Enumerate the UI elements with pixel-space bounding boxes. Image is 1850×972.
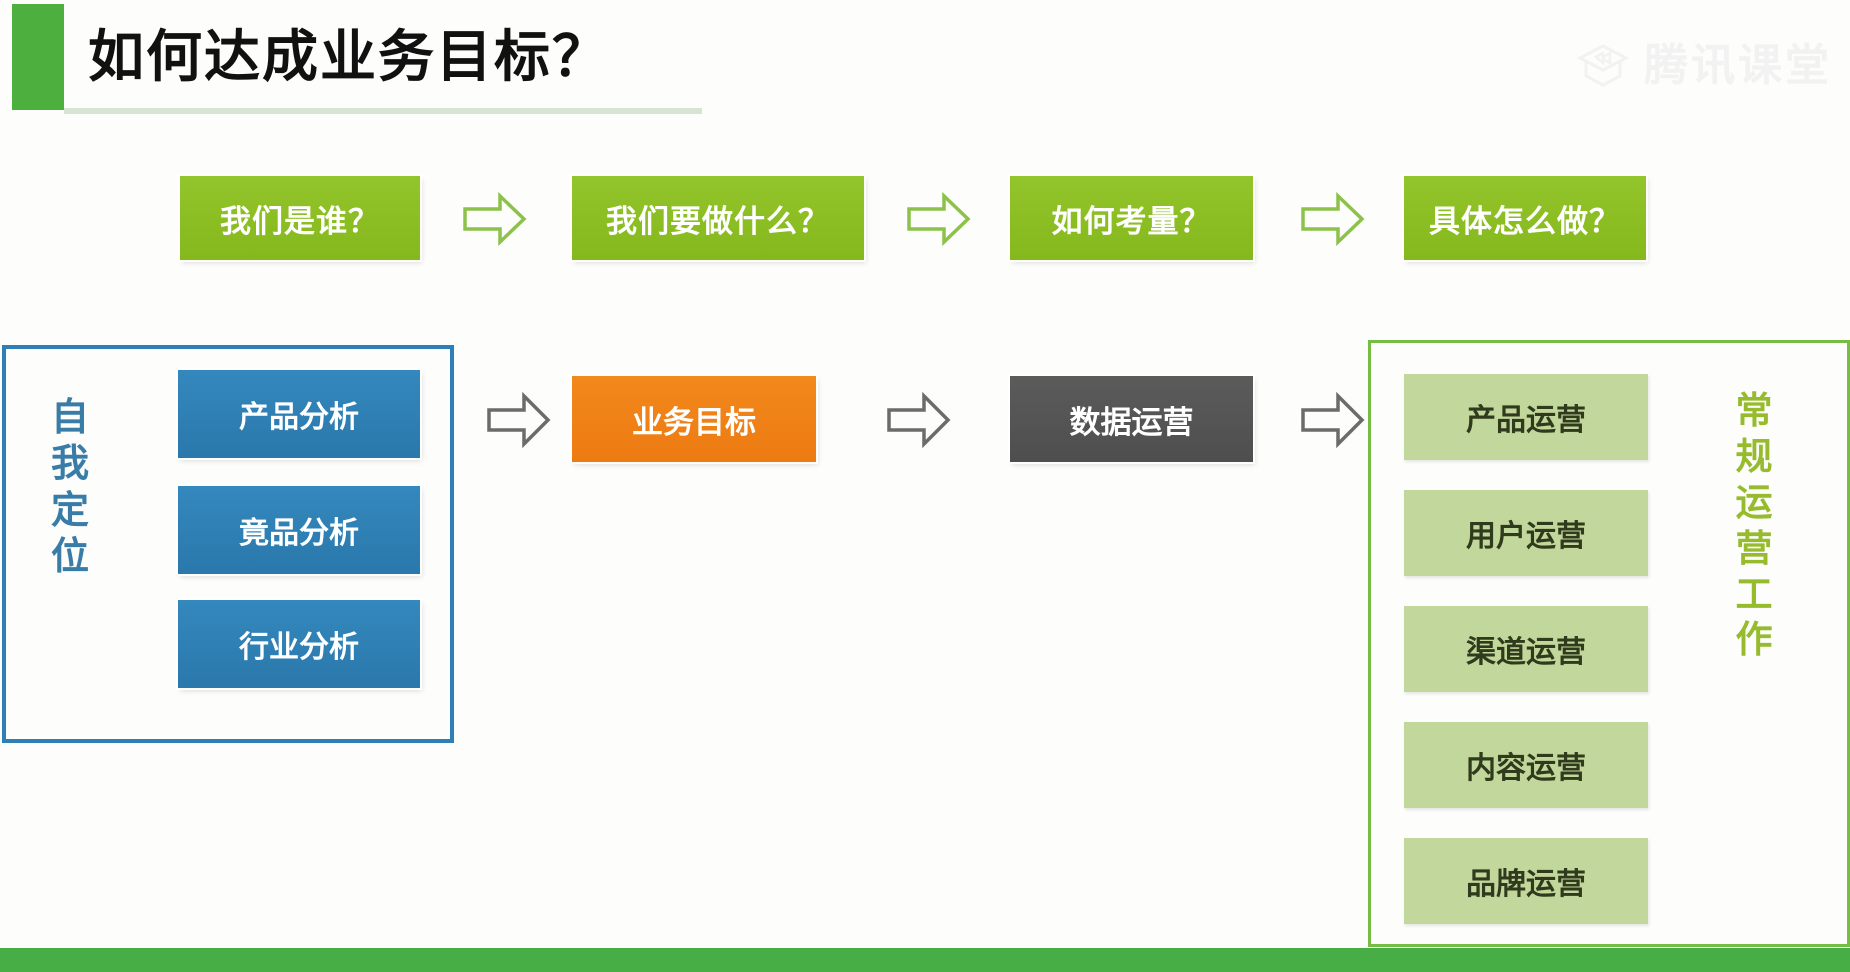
self-positioning-item-label-3: 行业分析 [239, 631, 359, 664]
routine-operations-item-5[interactable]: 品牌运营 [1404, 838, 1648, 924]
question-step-box-1[interactable]: 我们是谁？ [180, 176, 420, 260]
watermark-label: 腾讯课堂 [1644, 41, 1832, 90]
business-goal-box[interactable]: 业务目标 [572, 376, 816, 462]
routine-operations-item-label-3: 渠道运营 [1466, 636, 1586, 669]
self-positioning-item-label-2: 竟品分析 [239, 517, 359, 550]
self-positioning-item-1[interactable]: 产品分析 [178, 370, 420, 458]
question-step-box-4[interactable]: 具体怎么做？ [1404, 176, 1646, 260]
graduation-cap-icon [1576, 42, 1630, 90]
bottom-accent-bar [0, 948, 1850, 972]
routine-operations-item-1[interactable]: 产品运营 [1404, 374, 1648, 460]
self-positioning-vertical-label: 自我定位 [50, 397, 89, 579]
watermark: 腾讯课堂 [1576, 42, 1832, 90]
self-positioning-item-2[interactable]: 竟品分析 [178, 486, 420, 574]
question-step-label-2: 我们要做什么？ [606, 203, 830, 239]
arrow-right-outline-gray-icon [1300, 391, 1366, 453]
arrow-right-outline-green-icon [906, 191, 972, 251]
routine-operations-item-4[interactable]: 内容运营 [1404, 722, 1648, 808]
arrow-right-outline-green-icon [462, 191, 528, 251]
business-goal-label: 业务目标 [632, 404, 756, 440]
arrow-right-outline-gray-icon [886, 391, 952, 453]
routine-operations-item-label-1: 产品运营 [1466, 404, 1586, 437]
data-operations-label: 数据运营 [1069, 404, 1194, 440]
arrow-right-outline-green-icon [1300, 191, 1366, 251]
routine-operations-item-2[interactable]: 用户运营 [1404, 490, 1648, 576]
page-title: 如何达成业务目标？ [88, 25, 610, 88]
question-step-box-3[interactable]: 如何考量？ [1010, 176, 1253, 260]
routine-operations-item-label-4: 内容运营 [1466, 752, 1586, 785]
question-step-label-4: 具体怎么做？ [1429, 203, 1621, 239]
self-positioning-item-label-1: 产品分析 [239, 401, 359, 434]
question-step-label-3: 如何考量？ [1051, 203, 1212, 239]
self-positioning-item-3[interactable]: 行业分析 [178, 600, 420, 688]
routine-operations-item-label-2: 用户运营 [1466, 520, 1586, 553]
routine-operations-item-label-5: 品牌运营 [1466, 868, 1586, 901]
routine-operations-vertical-label: 常规运营工作 [1735, 390, 1773, 661]
title-underline-divider [64, 108, 702, 114]
question-step-label-1: 我们是谁？ [220, 203, 380, 239]
arrow-right-outline-gray-icon [486, 391, 552, 453]
routine-operations-item-3[interactable]: 渠道运营 [1404, 606, 1648, 692]
question-step-box-2[interactable]: 我们要做什么？ [572, 176, 864, 260]
title-accent-bar [12, 4, 64, 110]
data-operations-box[interactable]: 数据运营 [1010, 376, 1253, 462]
